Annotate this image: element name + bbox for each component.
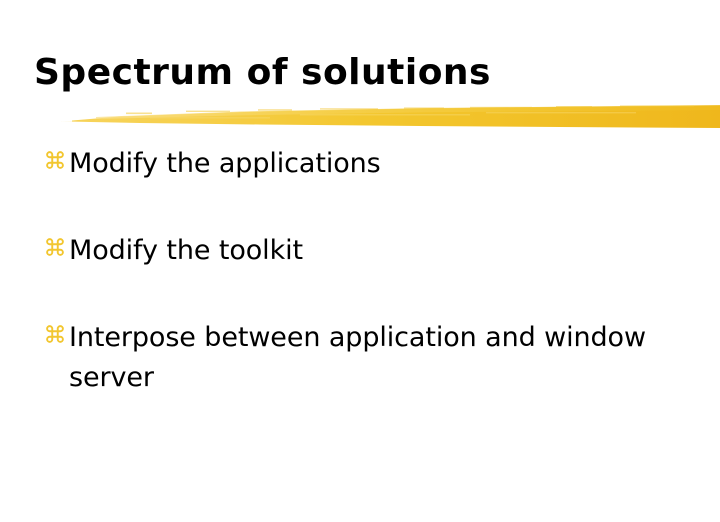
command-knot-icon (44, 149, 69, 179)
list-item-label: Interpose between application and window… (69, 322, 646, 393)
list-item: Modify the applications (44, 144, 684, 184)
list-item-label: Modify the applications (69, 148, 381, 179)
command-knot-icon (44, 323, 69, 353)
list-item-label: Modify the toolkit (69, 235, 303, 266)
page-title: Spectrum of solutions (34, 52, 491, 93)
bullet-list: Modify the applications Modify the toolk… (44, 144, 684, 398)
command-knot-icon (44, 236, 69, 266)
brush-stroke-underline-icon (0, 96, 720, 136)
list-item: Modify the toolkit (44, 231, 684, 271)
list-item: Interpose between application and window… (44, 318, 684, 398)
